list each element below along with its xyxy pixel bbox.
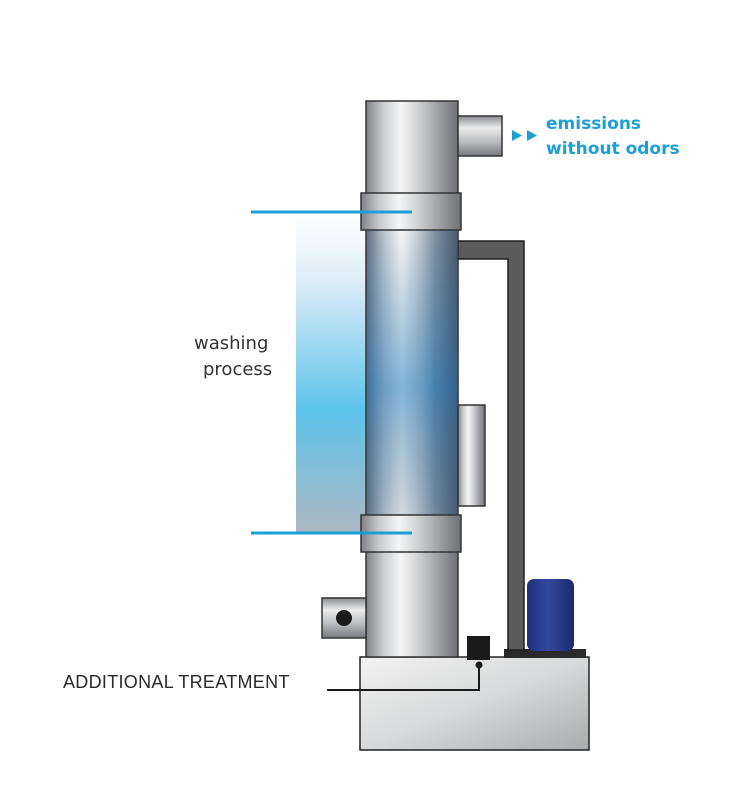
washing-label-line1: washing	[194, 333, 269, 354]
washing-zone-gradient	[296, 212, 368, 532]
inlet-opening-icon	[336, 610, 352, 626]
treatment-unit	[467, 636, 490, 660]
emissions-label-line1: emissions	[546, 114, 642, 134]
column-washing-shade	[367, 230, 457, 515]
pump-plate	[504, 649, 586, 658]
arrow-right-icon	[512, 130, 522, 141]
side-window	[457, 404, 486, 507]
treatment-leader-line	[327, 665, 480, 691]
emissions-label-line2: without odors	[546, 139, 680, 159]
additional-treatment-label: ADDITIONAL TREATMENT	[63, 672, 290, 692]
arrow-right-icon-2	[527, 130, 537, 141]
treatment-leader-dot	[475, 661, 483, 669]
outlet-pipe	[457, 115, 503, 157]
pump-motor	[527, 579, 574, 651]
washing-label-line2: process	[203, 359, 273, 380]
base-tank	[359, 656, 590, 751]
